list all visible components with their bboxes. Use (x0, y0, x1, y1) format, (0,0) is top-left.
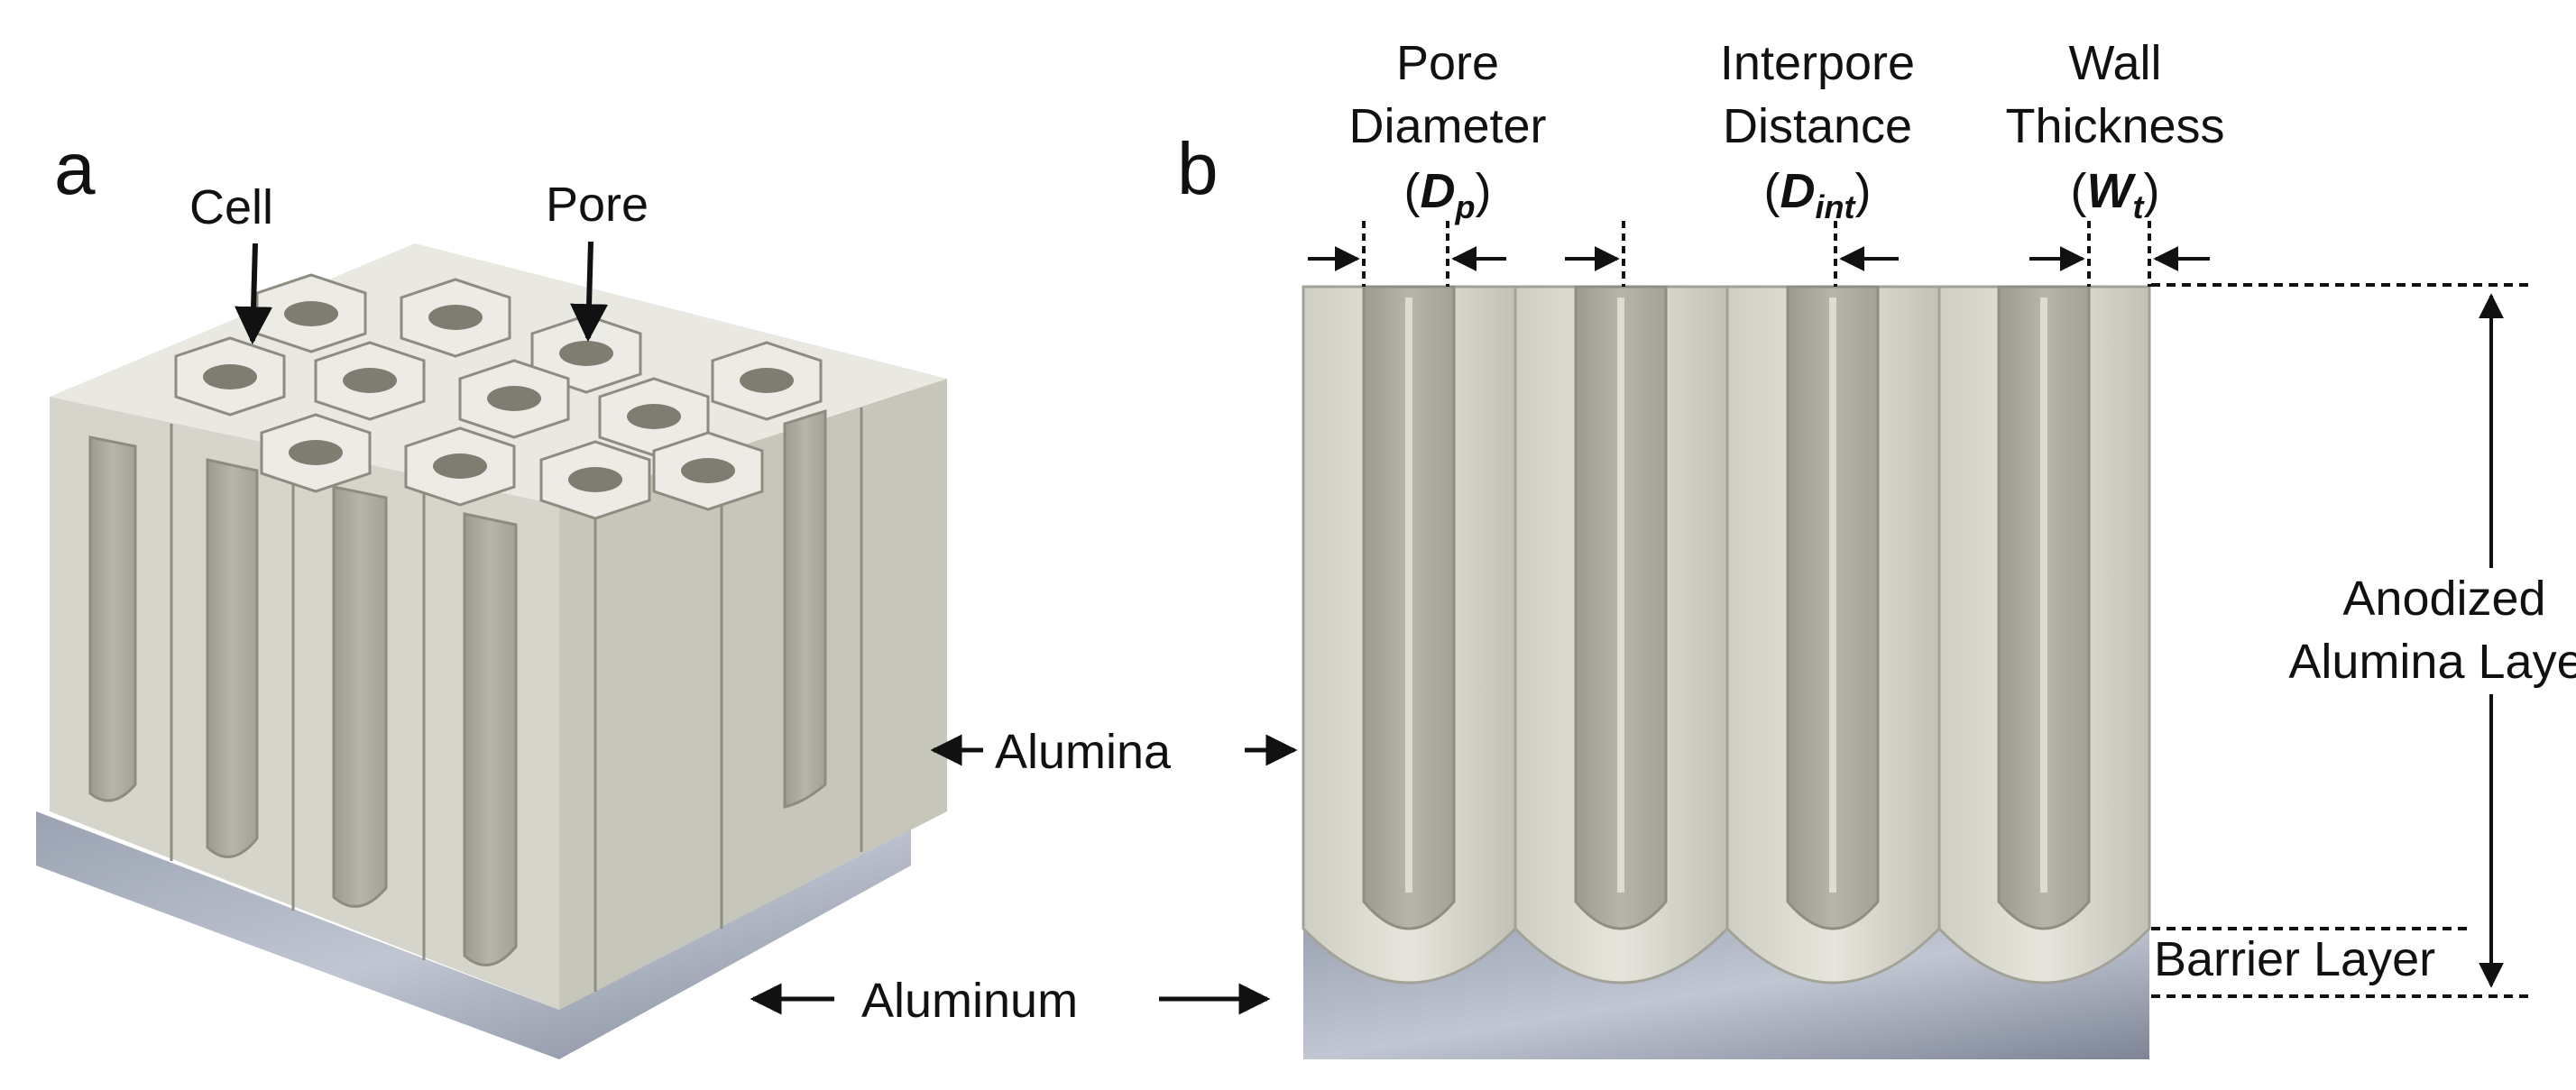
interpore-line1: Interpore (1720, 36, 1915, 90)
panel-b-label: b (1177, 128, 1219, 210)
interpore-symbol: (Dint) (1764, 164, 1872, 225)
wall-thickness-header: Wall Thickness (Wt) (2005, 36, 2224, 225)
alumina-right-face (559, 379, 947, 1010)
panel-a-3d-model (36, 241, 947, 1059)
cell-label: Cell (189, 180, 273, 234)
layer-dimension-lines (2151, 283, 2535, 998)
aluminum-base-3d (36, 811, 911, 1059)
wall-line1: Wall (2069, 36, 2162, 90)
barrier-layer-label: Barrier Layer (2154, 932, 2435, 986)
wall-line2: Thickness (2005, 99, 2224, 153)
pore-arrow (570, 241, 609, 343)
pore-openings-top (203, 301, 794, 492)
dimension-markers (1308, 221, 2210, 287)
alumina-front-face (50, 397, 559, 1010)
interpore-header: Interpore Distance (Dint) (1720, 36, 1915, 225)
aluminum-indicator: Aluminum (750, 974, 1271, 1028)
pore-diameter-line2: Diameter (1348, 99, 1546, 153)
side-pore-channels (783, 408, 827, 809)
alumina-label: Alumina (995, 725, 1172, 779)
anodized-line2: Alumina Layer (2288, 635, 2576, 689)
wall-symbol: (Wt) (2071, 164, 2160, 225)
panel-a-label: a (54, 128, 96, 210)
cell-arrow (235, 243, 273, 345)
alumina-indicator: Alumina (930, 725, 1298, 779)
cell-boundaries-front (170, 408, 863, 992)
pore-diameter-header: Pore Diameter (Dp) (1348, 36, 1546, 225)
pore-diameter-symbol: (Dp) (1404, 164, 1492, 225)
aluminum-label: Aluminum (861, 974, 1078, 1028)
panel-b-cross-section (1302, 285, 2151, 1059)
anodized-line1: Anodized (2342, 572, 2545, 626)
pore-label: Pore (546, 178, 649, 232)
pore-highlights (1405, 298, 2047, 893)
pore-diameter-line1: Pore (1396, 36, 1499, 90)
interpore-line2: Distance (1723, 99, 1912, 153)
front-pore-channels (88, 435, 518, 966)
